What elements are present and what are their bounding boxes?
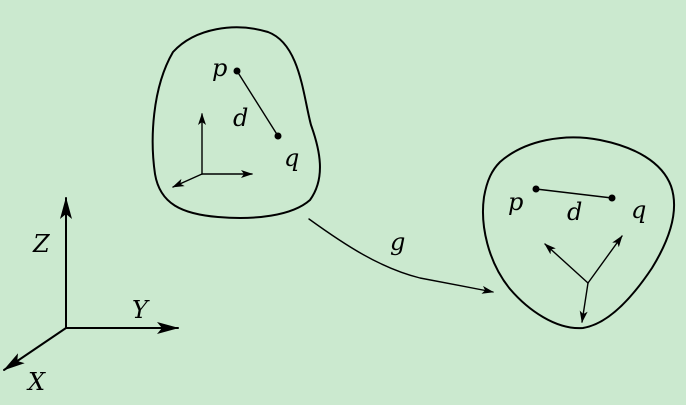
point-p-before xyxy=(233,67,241,75)
transformed-frame-axis-1 xyxy=(544,243,589,284)
body-frame-x-axis xyxy=(172,173,203,188)
distance-label-after: d xyxy=(567,198,582,226)
transformation-label: g xyxy=(390,228,405,256)
point-q-after xyxy=(608,194,616,202)
point-p-label-before: p xyxy=(212,54,227,82)
distance-label-before: d xyxy=(233,104,248,132)
world-z-label: Z xyxy=(32,230,51,258)
world-frame: Z Y X xyxy=(3,197,179,396)
transformation-g: g xyxy=(308,218,494,294)
body-after: p d q xyxy=(482,136,676,330)
body-before-outline xyxy=(151,26,321,219)
body-after-outline xyxy=(482,136,676,330)
world-x-label: X xyxy=(26,368,46,396)
world-y-label: Y xyxy=(132,296,150,324)
distance-segment-before xyxy=(236,70,279,137)
transformed-frame-axis-3 xyxy=(579,282,589,323)
point-q-before xyxy=(274,132,282,140)
point-q-label-before: q xyxy=(284,144,299,172)
point-p-after xyxy=(532,185,540,193)
point-q-label-after: q xyxy=(631,196,646,224)
world-x-axis xyxy=(3,327,67,371)
distance-segment-after xyxy=(535,188,613,199)
point-p-label-after: p xyxy=(508,188,523,216)
body-before: p d q xyxy=(151,26,321,219)
transformed-frame-axis-2 xyxy=(587,235,623,284)
transformation-arrow xyxy=(308,218,494,294)
